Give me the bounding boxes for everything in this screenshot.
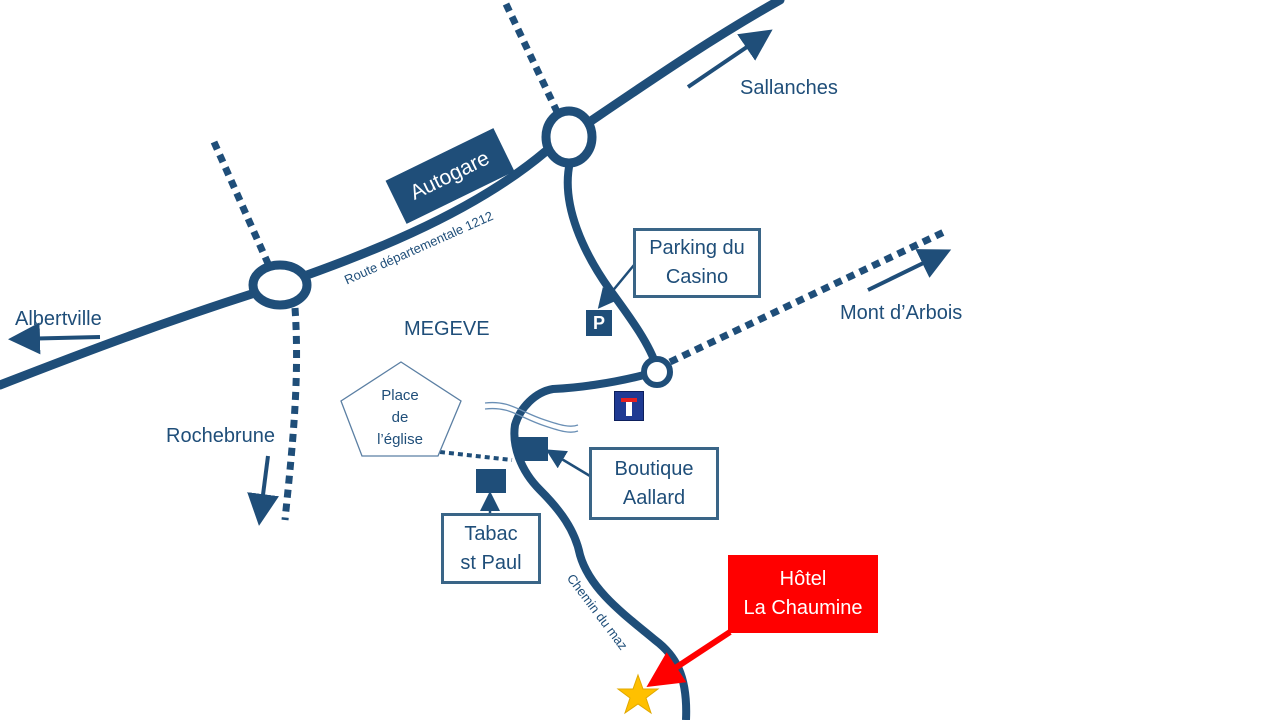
parking-callout-arrow <box>597 264 635 309</box>
place-eglise-label: Place de l’église <box>355 385 445 451</box>
boutique-callout-arrow <box>545 449 591 478</box>
albertville-arrow <box>8 322 101 355</box>
dotted-road-north <box>502 2 564 120</box>
sallanches-label: Sallanches <box>740 77 838 99</box>
rochebrune-arrow <box>247 455 279 526</box>
tabac-st-paul-box: Tabac st Paul <box>441 513 541 584</box>
parking-casino-line2: Casino <box>665 266 729 288</box>
chemin-du-maz-road <box>510 370 691 720</box>
hotel-la-chaumine-box: Hôtel La Chaumine <box>728 555 878 633</box>
dotted-road-rochebrune <box>281 307 301 521</box>
dead-end-stem <box>626 402 632 416</box>
place-eglise-pentagon <box>340 361 462 457</box>
boutique-aallard-box: Boutique Aallard <box>589 447 719 520</box>
dotted-road-northwest <box>210 140 274 270</box>
dead-end-sign-icon <box>614 391 644 421</box>
river-line <box>484 407 579 433</box>
boutique-line2: Aallard <box>622 486 686 509</box>
boutique-line1: Boutique <box>614 457 694 480</box>
tabac-line1: Tabac <box>464 522 518 545</box>
boutique-marker <box>518 437 548 461</box>
hotel-line1: Hôtel <box>779 568 827 590</box>
star-icon <box>616 673 660 715</box>
roundabout-small <box>641 356 673 388</box>
parking-sign-icon: P <box>586 310 612 336</box>
tabac-line2: st Paul <box>460 551 522 574</box>
parking-casino-line1: Parking du <box>649 237 745 259</box>
rochebrune-label: Rochebrune <box>166 425 275 447</box>
hotel-line2: La Chaumine <box>743 597 863 619</box>
roundabout-west <box>248 260 312 310</box>
place-line1: Place <box>381 387 419 404</box>
place-line3: l’église <box>377 431 423 448</box>
sallanches-arrow <box>686 29 773 89</box>
dead-end-bar <box>621 398 637 402</box>
tabac-marker <box>476 469 506 493</box>
hotel-arrow <box>646 629 732 687</box>
dotted-road-mont-arbois <box>668 228 946 366</box>
dotted-path-eglise <box>439 450 513 462</box>
albertville-label: Albertville <box>15 308 102 330</box>
town-label: MEGEVE <box>404 318 490 340</box>
parking-casino-box: Parking du Casino <box>633 228 761 298</box>
river-line <box>484 401 579 427</box>
mont-arbois-arrow <box>867 249 952 292</box>
mont-arbois-label: Mont d’Arbois <box>840 302 963 324</box>
main-road <box>0 0 785 390</box>
place-line2: de <box>391 409 409 426</box>
roundabout-east <box>541 106 597 168</box>
